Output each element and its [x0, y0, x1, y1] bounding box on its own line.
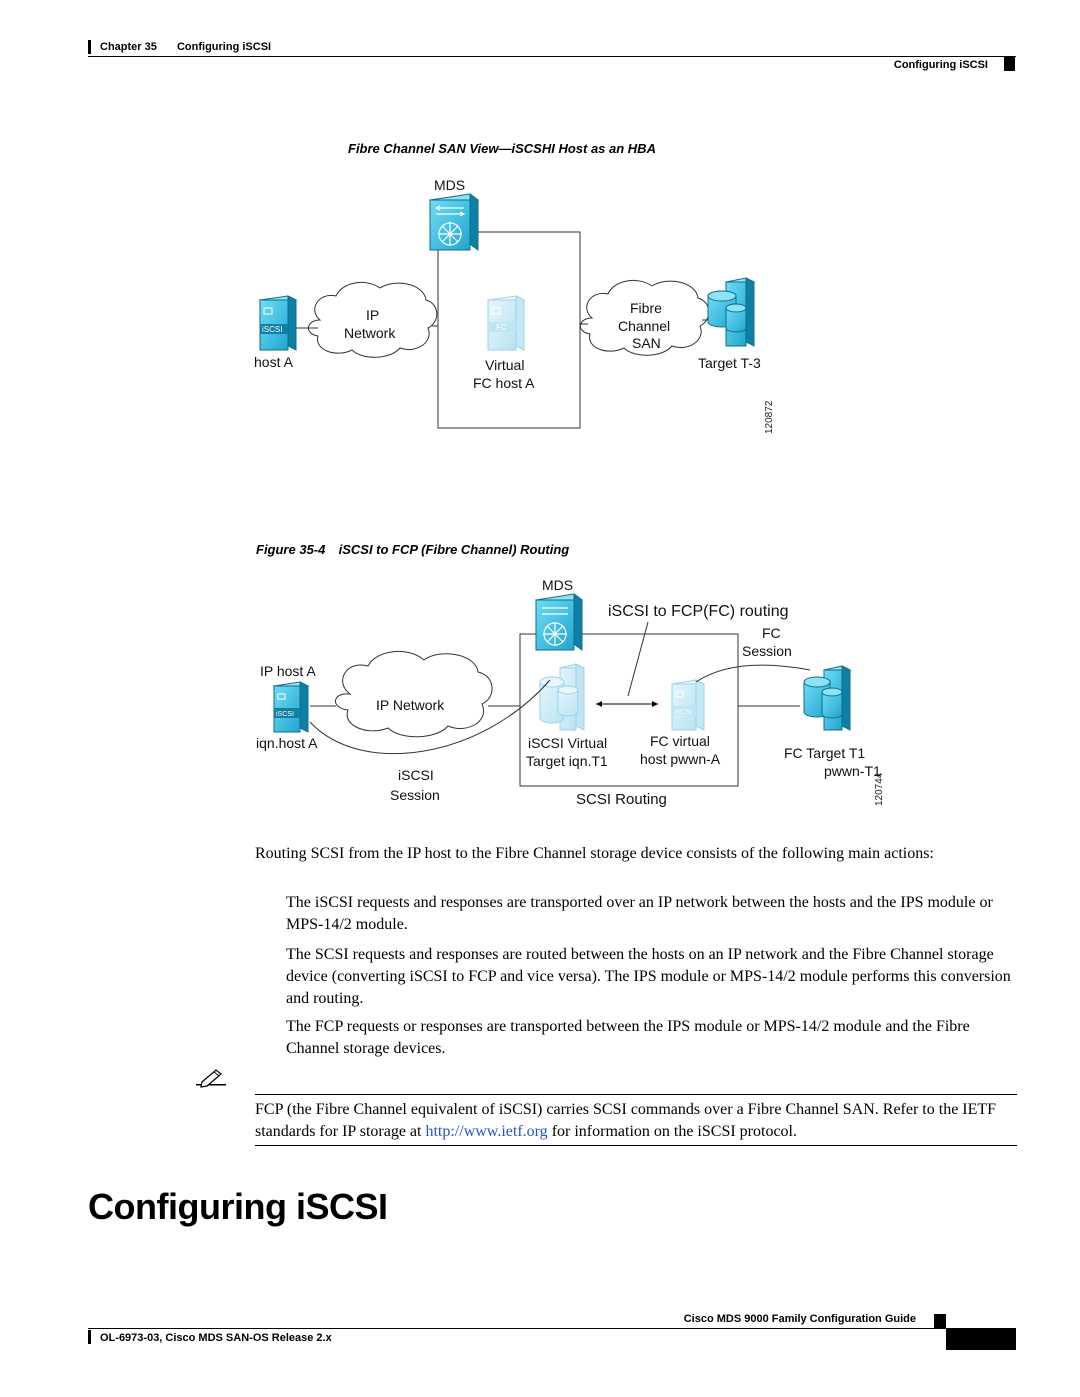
fig1-iscsi-badge: iSCSI [262, 325, 282, 334]
fig2-fc-label: FC [762, 625, 781, 641]
figure2-diagram: MDS iSCSI to FCP(FC) routing FC Session … [256, 577, 885, 808]
note-text-before-link: FCP (the Fibre Channel equivalent of iSC… [255, 1101, 997, 1140]
fig2-iqn-host-label: iqn.host A [256, 735, 318, 751]
fig1-virtual-fc-host-icon [486, 295, 526, 351]
note-text-after-link: for information on the iSCSI protocol. [547, 1123, 797, 1140]
figure2-caption-title: iSCSI to FCP (Fibre Channel) Routing [338, 542, 570, 557]
fig1-fibre-label: Fibre [630, 300, 662, 316]
fig1-target-storage-icon [707, 277, 756, 347]
note-bottom-rule [255, 1145, 1017, 1146]
fig1-target-label: Target T-3 [698, 355, 761, 371]
fig2-session-label: Session [742, 643, 792, 659]
fig2-ip-host-server-icon [272, 681, 310, 733]
fig2-iscsi-virtual-label: iSCSI Virtual [528, 735, 607, 751]
header-chapter: Chapter 35 Configuring iSCSI [100, 41, 271, 53]
fig2-iscsi-session-label-2: Session [390, 787, 440, 803]
fig2-fc-virtual-host-icon [670, 679, 706, 731]
fig2-fc-virtual-label: FC virtual [650, 733, 710, 749]
footer-left-bar [88, 1330, 91, 1344]
fig2-mds-switch-icon [534, 593, 584, 651]
fig1-network-label: Network [344, 325, 396, 341]
fig2-ip-network-label: IP Network [376, 697, 445, 713]
footer-doc-id: OL-6973-03, Cisco MDS SAN-OS Release 2.x [100, 1332, 332, 1344]
fig2-routing-label: iSCSI to FCP(FC) routing [608, 603, 788, 620]
intro-paragraph: Routing SCSI from the IP host to the Fib… [255, 845, 934, 862]
bullet-paragraph-2: The SCSI requests and responses are rout… [286, 946, 1011, 1007]
ietf-link[interactable]: http://www.ietf.org [425, 1123, 548, 1140]
fig2-iscsi-badge-host: iSCSI [276, 711, 294, 718]
fig2-ip-network-cloud [335, 650, 493, 738]
figure2-caption-prefix: Figure 35-4 [256, 542, 326, 557]
fig1-mds-switch-icon [428, 193, 480, 251]
fig2-target-iqn-label: Target iqn.T1 [526, 753, 608, 769]
footer-small-block [934, 1314, 946, 1328]
fig1-host-label: host A [254, 354, 294, 370]
note-pencil-icon [196, 1069, 226, 1088]
fig1-ip-label: IP [366, 307, 379, 323]
figure2-caption: Figure 35-4 iSCSI to FCP (Fibre Channel)… [256, 542, 569, 557]
note-text: FCP (the Fibre Channel equivalent of iSC… [255, 1099, 1025, 1143]
bullet-paragraph-1: The iSCSI requests and responses are tra… [286, 894, 993, 933]
fig1-ip-cloud [308, 281, 438, 358]
fig1-host-server-icon [258, 295, 298, 351]
fig2-figure-id: 120744 [874, 772, 885, 806]
footer-guide-title: Cisco MDS 9000 Family Configuration Guid… [683, 1313, 916, 1325]
footer-page-tab [946, 1328, 1016, 1350]
header-rule [88, 56, 1016, 57]
fig2-pwwn-t1-label: pwwn-T1 [824, 763, 881, 779]
figure1-caption: Fibre Channel SAN View—iSCSHI Host as an… [348, 141, 656, 156]
fig1-san-label: SAN [632, 335, 661, 351]
footer-rule [88, 1328, 1016, 1329]
fig1-fibre-cloud [580, 279, 710, 356]
chapter-label: Chapter 35 [100, 41, 157, 53]
fig2-iscsi-session-label-1: iSCSI [398, 767, 434, 783]
fig1-fc-host-label: FC host A [473, 375, 535, 391]
section-heading: Configuring iSCSI [88, 1186, 388, 1227]
fig1-virtual-label: Virtual [485, 357, 524, 373]
fig2-host-pwwn-label: host pwwn-A [640, 751, 721, 767]
fig2-scsi-routing-label: SCSI Routing [576, 791, 667, 808]
fig1-mds-label: MDS [434, 177, 465, 193]
fig2-virtual-target-storage-icon [539, 663, 586, 731]
fig2-fc-target-label: FC Target T1 [784, 745, 865, 761]
fig1-fc-badge: FC [496, 323, 507, 332]
chapter-title: Configuring iSCSI [176, 41, 272, 53]
fig2-mds-label: MDS [542, 577, 573, 593]
fig2-iscsi-badge-virtual: iSCSI [674, 709, 692, 716]
header-left-bar [88, 40, 91, 54]
fig2-ip-host-label: IP host A [260, 663, 316, 679]
header-section-title: Configuring iSCSI [893, 59, 988, 71]
header-right-block [1004, 57, 1015, 71]
bullet-paragraph-3: The FCP requests or responses are transp… [286, 1018, 970, 1057]
fig2-fc-target-storage-icon [803, 665, 852, 731]
fig1-figure-id: 120872 [764, 400, 775, 434]
figure1-diagram: MDS IP Network iSCSI host A FC Virtual F… [254, 177, 775, 434]
note-top-rule [255, 1094, 1017, 1095]
fig1-channel-label: Channel [618, 318, 670, 334]
